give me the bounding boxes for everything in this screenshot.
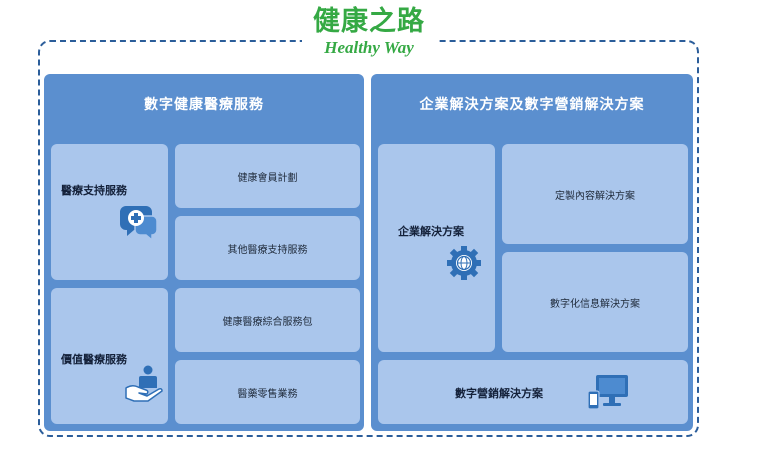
service-label: 數字化信息解決方案 [550, 298, 640, 310]
devices-icon [587, 375, 628, 410]
category-label-enterprise: 企業解決方案 [398, 225, 464, 238]
service-label: 健康醫療綜合服務包 [222, 316, 313, 328]
panel-title-left: 數字健康醫療服務 [144, 97, 264, 113]
category-box-digital-marketing [378, 360, 688, 424]
service-box-custom-content: 定製內容解決方案 [502, 144, 688, 244]
service-box-pharma-retail: 醫藥零售業務 [175, 360, 360, 424]
service-box-health-membership: 健康會員計劃 [175, 144, 360, 208]
service-box-integrated-package: 健康醫療綜合服務包 [175, 288, 360, 352]
panel-title-right: 企業解決方案及數字營銷解決方案 [419, 97, 645, 113]
title-chinese: 健康之路 [313, 6, 425, 37]
hand-person-icon [125, 365, 163, 402]
category-box-enterprise [378, 144, 495, 352]
service-label: 定製內容解決方案 [555, 190, 635, 202]
service-label: 醫藥零售業務 [237, 388, 298, 400]
service-label: 其他醫療支持服務 [227, 244, 308, 256]
service-label: 健康會員計劃 [237, 172, 298, 184]
title-english: Healthy Way [324, 38, 414, 57]
service-box-digital-info: 數字化信息解決方案 [502, 252, 688, 352]
gear-globe-icon [447, 246, 481, 280]
category-label-medical-support: 醫療支持服務 [61, 184, 127, 197]
header-title: 健康之路 Healthy Way [302, 6, 436, 64]
category-label-digital-marketing: 數字營銷解決方案 [455, 387, 543, 400]
category-label-value-medical: 價值醫療服務 [61, 353, 127, 366]
service-box-other-medical-support: 其他醫療支持服務 [175, 216, 360, 280]
medical-chat-icon [120, 206, 158, 240]
